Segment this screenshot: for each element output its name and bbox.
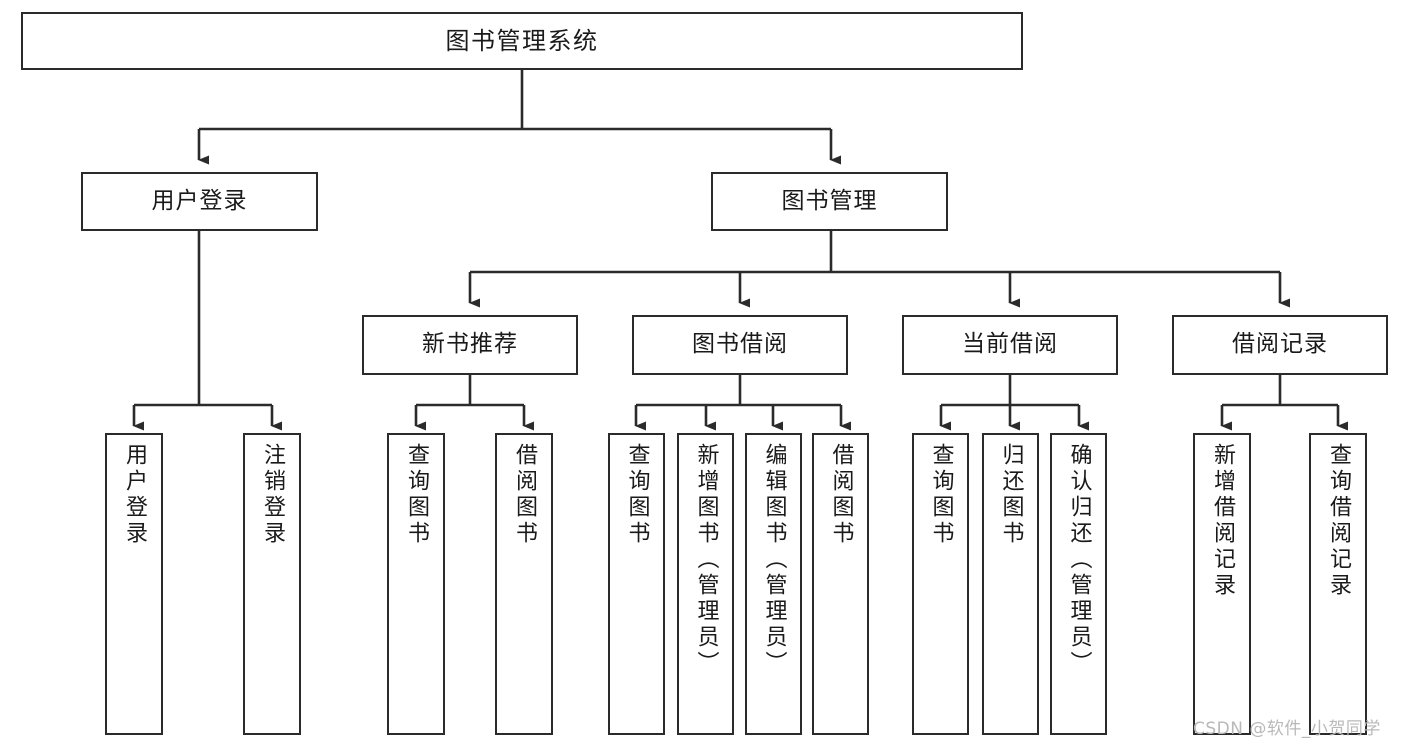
leaf-borrow-edit-book-admin[interactable]: 编辑图书（管理员） xyxy=(745,433,802,735)
node-label: 新书推荐 xyxy=(422,331,518,358)
node-label: 用户登录 xyxy=(122,443,147,547)
node-label: 查询借阅记录 xyxy=(1326,443,1351,599)
node-label: 查询图书 xyxy=(624,443,650,547)
node-borrow-records[interactable]: 借阅记录 xyxy=(1172,315,1388,375)
node-user-login[interactable]: 用户登录 xyxy=(81,172,318,231)
leaf-borrow-borrow-book[interactable]: 借阅图书 xyxy=(812,433,869,735)
node-label: 编辑图书（管理员） xyxy=(761,443,787,677)
leaf-current-query-book[interactable]: 查询图书 xyxy=(912,433,969,735)
leaf-records-add-record[interactable]: 新增借阅记录 xyxy=(1193,433,1251,735)
node-book-management[interactable]: 图书管理 xyxy=(711,172,948,231)
node-root-system[interactable]: 图书管理系统 xyxy=(21,12,1023,70)
leaf-user-login[interactable]: 用户登录 xyxy=(105,433,163,735)
node-label: 查询图书 xyxy=(928,443,954,547)
node-label: 用户登录 xyxy=(151,187,248,214)
leaf-user-logout[interactable]: 注销登录 xyxy=(243,433,301,735)
node-label: 确认归还（管理员） xyxy=(1066,443,1092,677)
leaf-records-query-record[interactable]: 查询借阅记录 xyxy=(1309,433,1367,735)
node-new-book-recommend[interactable]: 新书推荐 xyxy=(362,315,578,375)
node-label: 当前借阅 xyxy=(962,331,1058,358)
node-label: 借阅记录 xyxy=(1232,331,1328,358)
node-label: 新增图书（管理员） xyxy=(693,443,719,677)
node-label: 借阅图书 xyxy=(828,443,854,547)
leaf-borrow-query-book[interactable]: 查询图书 xyxy=(608,433,665,735)
leaf-borrow-add-book-admin[interactable]: 新增图书（管理员） xyxy=(677,433,734,735)
leaf-recommend-borrow-book[interactable]: 借阅图书 xyxy=(495,433,553,735)
node-label: 图书管理 xyxy=(781,187,878,214)
node-label: 归还图书 xyxy=(998,443,1024,547)
leaf-current-confirm-return-admin[interactable]: 确认归还（管理员） xyxy=(1050,433,1107,735)
node-label: 查询图书 xyxy=(404,443,429,547)
node-label: 注销登录 xyxy=(260,443,285,547)
leaf-recommend-query-book[interactable]: 查询图书 xyxy=(387,433,445,735)
node-label: 新增借阅记录 xyxy=(1210,443,1235,599)
leaf-current-return-book[interactable]: 归还图书 xyxy=(982,433,1039,735)
node-label: 图书借阅 xyxy=(692,331,788,358)
node-book-borrow[interactable]: 图书借阅 xyxy=(632,315,848,375)
node-current-borrow[interactable]: 当前借阅 xyxy=(902,315,1118,375)
node-label: 借阅图书 xyxy=(512,443,537,547)
watermark-csdn: CSDN @软件_小贺同学 xyxy=(1193,719,1381,739)
node-label: 图书管理系统 xyxy=(445,26,599,55)
